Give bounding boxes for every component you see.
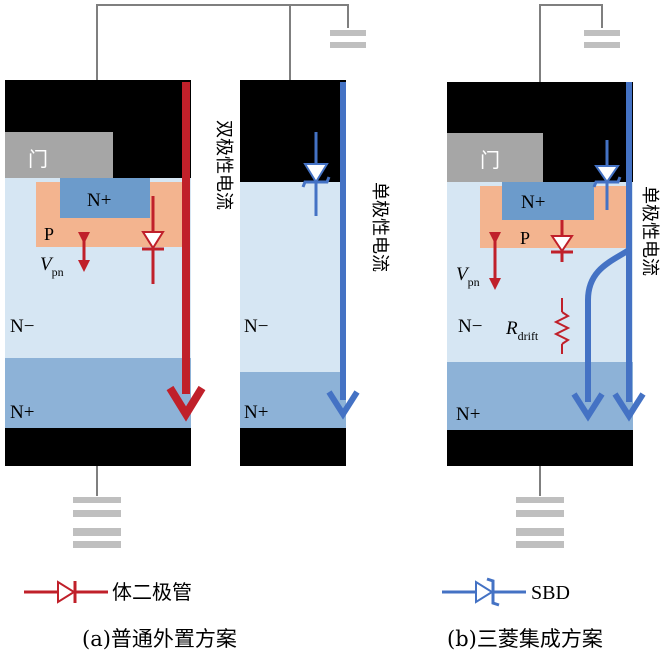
n-plus-source: [502, 182, 594, 220]
ground-plate-icon: [516, 528, 564, 536]
drift-region: [240, 182, 346, 372]
rdrift-label: Rdrift: [505, 318, 539, 343]
ground-plate-icon: [73, 541, 121, 548]
ground-plate-icon: [584, 30, 620, 36]
panel-b-mosfet: 门 N+ P Vpn N− Rdrift N+: [447, 82, 660, 466]
n-minus-label: N−: [10, 316, 34, 337]
legend-body-diode-label: 体二极管: [112, 580, 192, 604]
caption-a: (a)普通外置方案: [82, 627, 237, 651]
vpn-label: Vpn: [456, 264, 480, 289]
sbd-diode-icon: [301, 132, 331, 216]
vpn-label: Vpn: [40, 254, 64, 279]
body-diode-icon: [141, 196, 165, 284]
ground-plate-icon: [330, 30, 366, 36]
ground-plate-icon: [584, 42, 620, 48]
gate-label: 门: [28, 147, 48, 171]
legend-body-diode-icon: [24, 580, 108, 604]
body-diode-icon: [550, 220, 574, 262]
panel-a-mosfet: 门 N+ P Vpn N− N+ 双极性电流: [5, 80, 234, 466]
bipolar-current-label: 双极性电流: [213, 120, 234, 210]
panel-a-sbd: N− N+ 单极性电流: [240, 80, 390, 466]
ground-plate-icon: [73, 497, 121, 503]
source-wiring: [73, 466, 564, 548]
p-label: P: [44, 224, 54, 244]
unipolar-current-arrow: [326, 82, 360, 420]
ground-plate-icon: [73, 510, 121, 517]
ground-plate-icon: [330, 42, 366, 48]
substrate-region: [240, 372, 346, 428]
n-plus-substrate-label: N+: [10, 402, 34, 423]
n-minus-label: N−: [458, 316, 482, 337]
p-label: P: [520, 228, 530, 248]
n-plus-source: [60, 178, 150, 218]
drain-wiring: [96, 4, 620, 82]
legend: 体二极管 SBD: [24, 577, 570, 607]
n-plus-label: N+: [521, 192, 545, 213]
n-plus-label: N+: [87, 190, 111, 211]
bipolar-current-arrow: [166, 82, 206, 422]
ground-plate-icon: [516, 541, 564, 548]
n-plus-substrate-label: N+: [456, 404, 480, 425]
ground-plate-icon: [516, 497, 564, 503]
n-minus-label: N−: [244, 316, 268, 337]
gate: [447, 133, 543, 182]
ground-plate-icon: [516, 510, 564, 517]
gate: [5, 132, 113, 178]
legend-sbd-label: SBD: [531, 582, 570, 604]
source-metal: [447, 430, 633, 466]
unipolar-current-label: 单极性电流: [639, 186, 660, 276]
legend-sbd-icon: [442, 577, 526, 607]
gate-label: 门: [480, 148, 500, 172]
sbd-diode-icon: [592, 140, 622, 210]
substrate-region: [5, 358, 191, 428]
anode-metal: [240, 80, 346, 182]
ground-plate-icon: [73, 528, 121, 536]
drift-resistor-icon: [553, 298, 571, 354]
n-plus-substrate-label: N+: [244, 402, 268, 423]
unipolar-current-arrow: [571, 82, 646, 422]
caption-b: (b)三菱集成方案: [447, 627, 603, 651]
unipolar-current-label: 单极性电流: [369, 182, 390, 272]
cathode-metal: [240, 428, 346, 466]
source-metal: [5, 428, 191, 466]
